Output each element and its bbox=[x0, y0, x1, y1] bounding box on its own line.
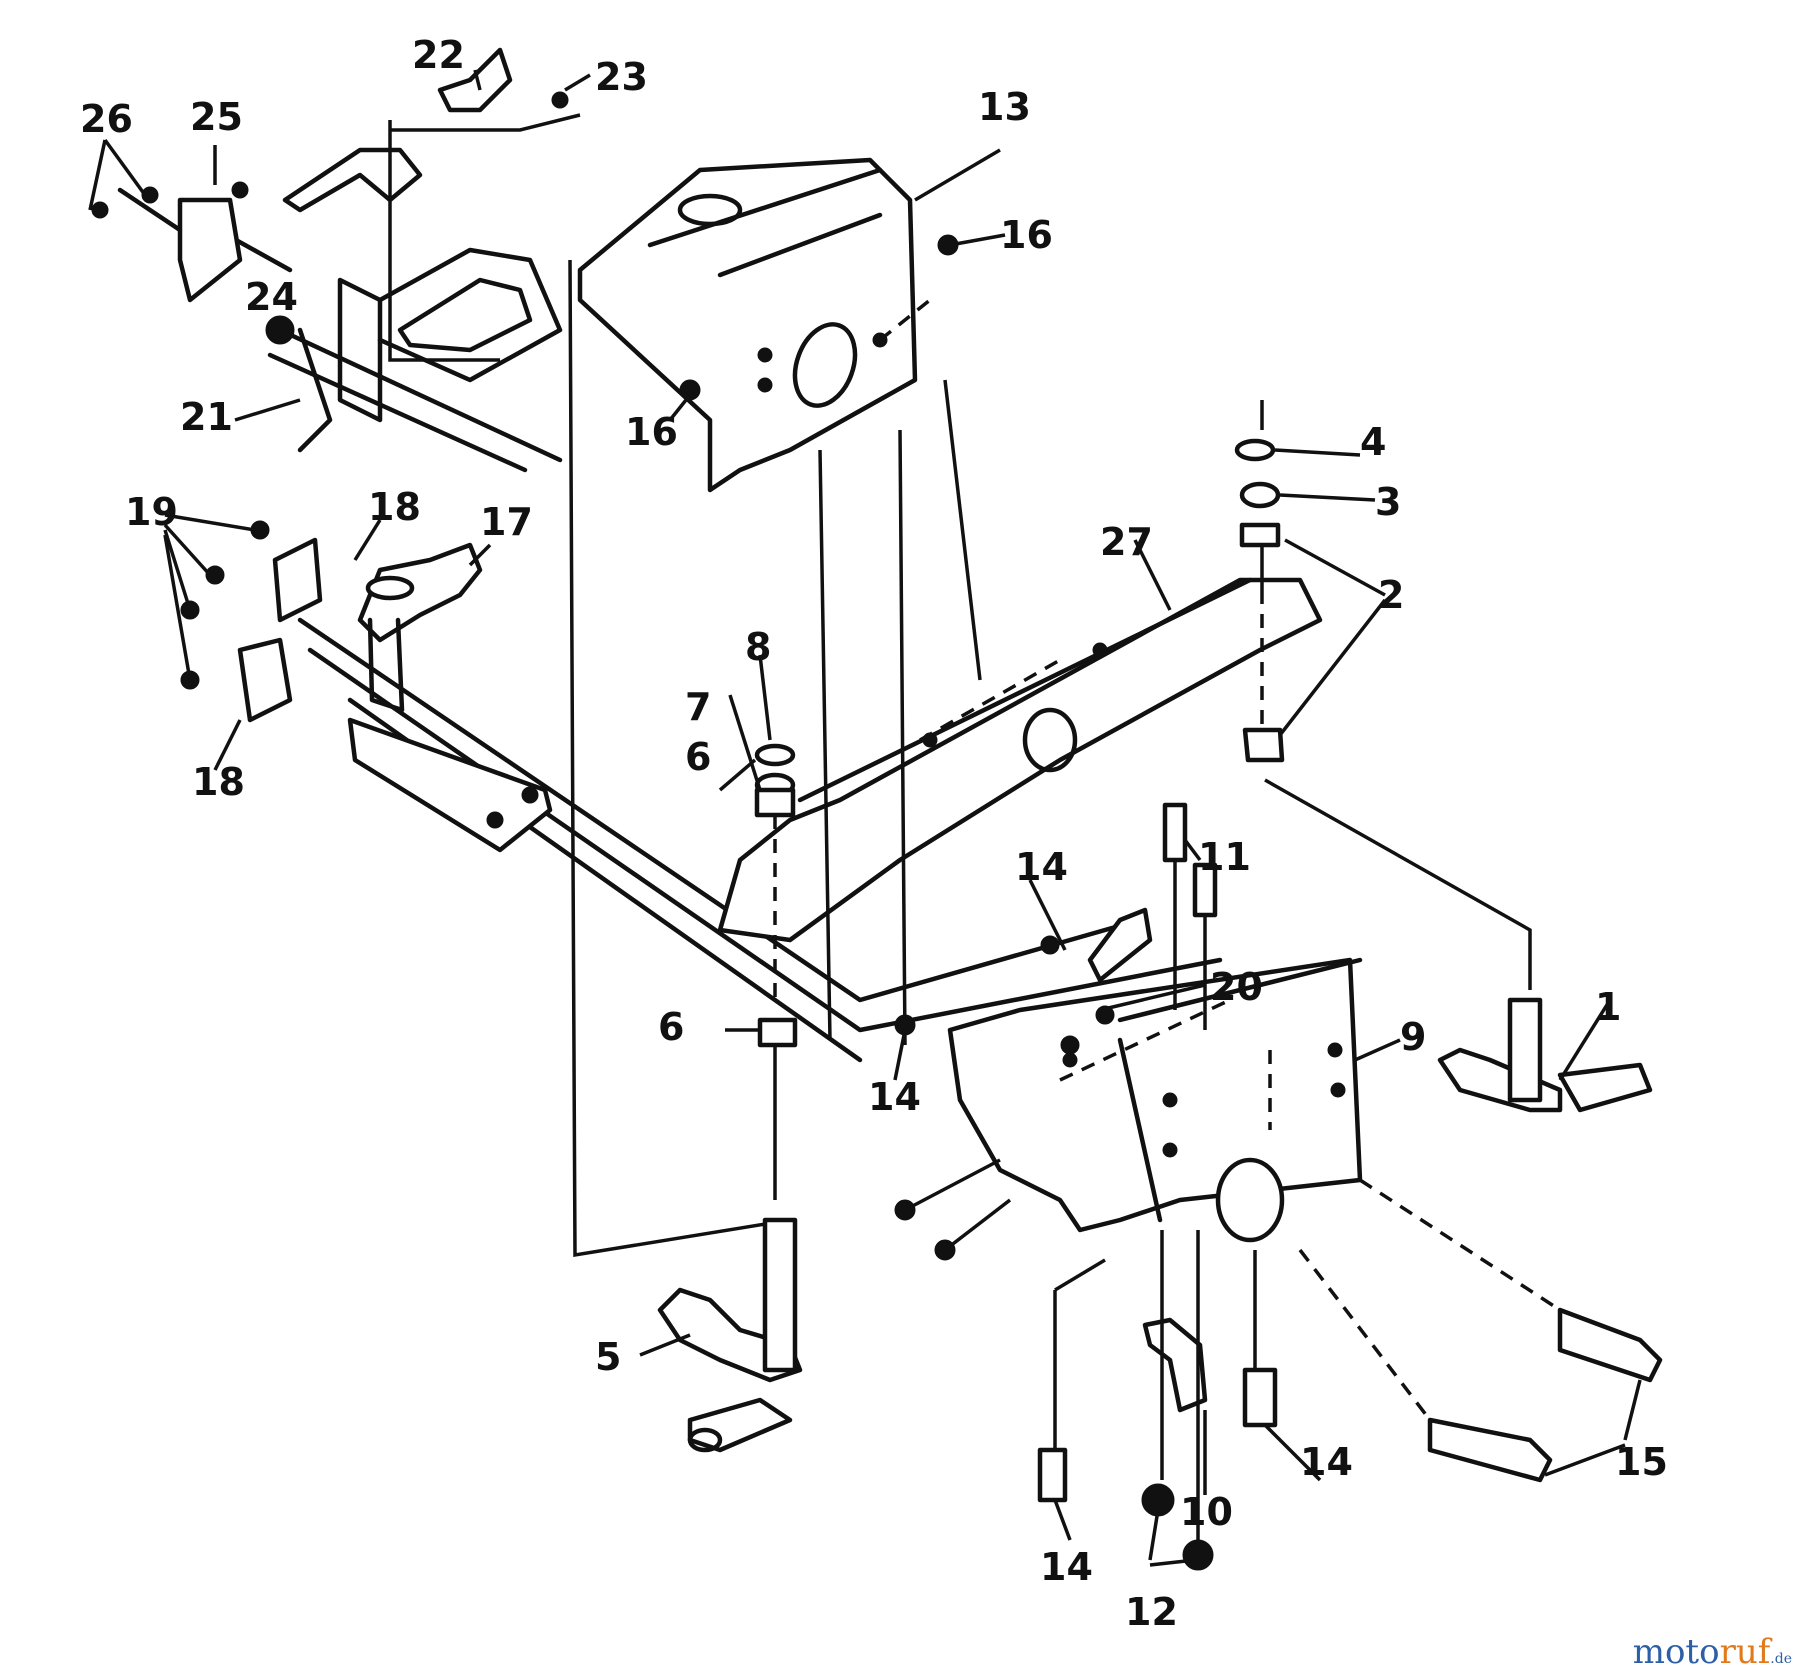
callout-18-upper: 18 bbox=[368, 485, 421, 529]
callout-8: 8 bbox=[745, 625, 771, 669]
callout-3: 3 bbox=[1375, 480, 1401, 524]
spindle-5 bbox=[657, 1217, 803, 1453]
callout-5: 5 bbox=[595, 1335, 621, 1379]
callout-4: 4 bbox=[1360, 420, 1386, 464]
callout-11: 11 bbox=[1198, 835, 1251, 879]
callout-19: 19 bbox=[125, 490, 178, 534]
callout-16-right: 16 bbox=[1000, 213, 1053, 257]
callout-10: 10 bbox=[1180, 1490, 1233, 1534]
lower-bracket-10 bbox=[1037, 1230, 1278, 1571]
callout-23: 23 bbox=[595, 55, 648, 99]
pins-15 bbox=[1298, 1178, 1663, 1483]
callout-18-lower: 18 bbox=[192, 760, 245, 804]
callout-27: 27 bbox=[1100, 520, 1153, 564]
callout-6-upper: 6 bbox=[685, 735, 711, 779]
callout-26: 26 bbox=[80, 97, 133, 141]
callout-14-right: 14 bbox=[1300, 1440, 1353, 1484]
leader-cover-1 bbox=[818, 449, 832, 1041]
callout-13: 13 bbox=[978, 85, 1031, 129]
callout-17: 17 bbox=[480, 500, 533, 544]
callout-2: 2 bbox=[1378, 573, 1404, 617]
front-axle-27 bbox=[717, 577, 1323, 943]
top-cover-13 bbox=[577, 157, 959, 493]
callout-24: 24 bbox=[245, 275, 298, 319]
frame-outline-line bbox=[568, 259, 791, 1258]
callout-leaders bbox=[88, 69, 1642, 1567]
callout-14-left: 14 bbox=[868, 1075, 921, 1119]
pedal-linkage-assembly bbox=[91, 47, 581, 473]
callout-20: 20 bbox=[1210, 965, 1263, 1009]
callout-12: 12 bbox=[1125, 1590, 1178, 1634]
callout-25: 25 bbox=[190, 95, 243, 139]
watermark-part-1: moto bbox=[1632, 1632, 1720, 1672]
leader-nut-a bbox=[904, 1158, 1001, 1212]
callout-14-bottom: 14 bbox=[1040, 1545, 1093, 1589]
leader-cover-3 bbox=[943, 379, 982, 681]
callout-21: 21 bbox=[180, 395, 233, 439]
steering-sector-assembly bbox=[163, 513, 483, 723]
bolt-14-mid bbox=[1040, 935, 1060, 955]
callout-7: 7 bbox=[685, 685, 711, 729]
spindle-1 bbox=[1437, 997, 1653, 1113]
leader-cover-2 bbox=[898, 429, 907, 1046]
washers-2-4 bbox=[1234, 400, 1285, 763]
leader-nut-b bbox=[943, 1198, 1012, 1252]
bolts-11 bbox=[1162, 802, 1218, 1030]
washers-6-8 bbox=[754, 743, 798, 1200]
watermark-part-3: .de bbox=[1770, 1651, 1792, 1667]
bracket-20 bbox=[1060, 907, 1153, 1055]
callout-16-left: 16 bbox=[625, 410, 678, 454]
watermark-part-2: ruf bbox=[1719, 1632, 1771, 1672]
callout-14-mid: 14 bbox=[1015, 845, 1068, 889]
callout-labels: 1 2 3 4 5 6 6 7 8 9 10 11 12 13 14 14 14… bbox=[80, 33, 1668, 1634]
front-bracket-9 bbox=[947, 957, 1363, 1243]
leader-spindle-right bbox=[1264, 778, 1532, 990]
callout-15: 15 bbox=[1615, 1440, 1668, 1484]
watermark-logo: motoruf.de bbox=[1633, 1632, 1792, 1672]
callout-22: 22 bbox=[412, 33, 465, 77]
callout-9: 9 bbox=[1400, 1015, 1426, 1059]
callout-1: 1 bbox=[1595, 985, 1621, 1029]
callout-6-lower: 6 bbox=[658, 1005, 684, 1049]
